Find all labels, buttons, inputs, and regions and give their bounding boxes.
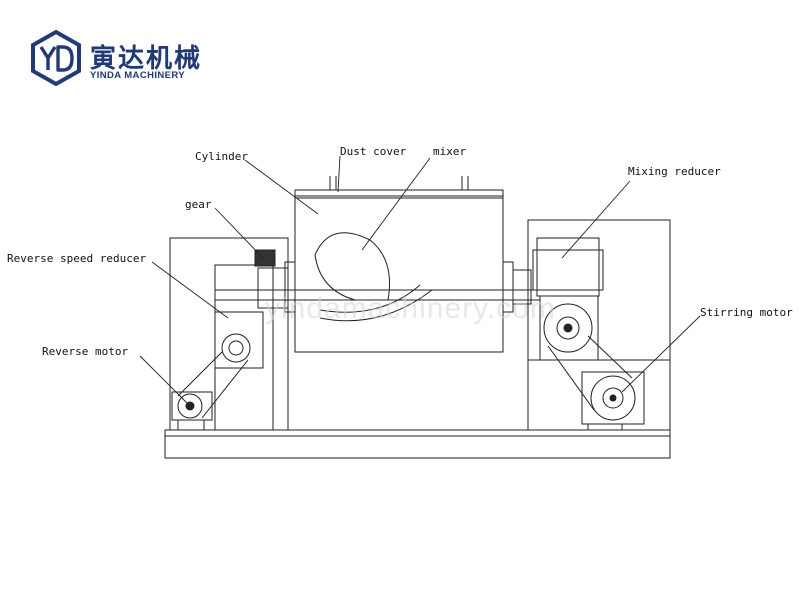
yd-logo-icon (31, 30, 81, 86)
reverse-speed-reducer (214, 311, 264, 369)
brand-name-en: YINDA MACHINERY (90, 70, 186, 81)
brand-logo: 寅达机械 YINDA MACHINERY (30, 30, 230, 90)
label-reverse-speed-reducer: Reverse speed reducer (7, 252, 146, 265)
reverse-reducer-gear (221, 333, 251, 363)
left-support (169, 237, 289, 431)
cylinder-body (294, 195, 504, 353)
base-frame (164, 429, 671, 459)
mixer-blade (314, 232, 433, 322)
label-mixer: mixer (433, 145, 466, 158)
part-labels: Cylinder Dust cover mixer Mixing reducer… (7, 145, 793, 358)
label-gear: gear (185, 198, 212, 211)
watermark: yindamachinery.com (265, 292, 556, 325)
stirring-pulley (543, 303, 593, 353)
label-stirring-motor: Stirring motor (700, 306, 793, 319)
brand-name-cn: 寅达机械 (90, 44, 203, 74)
mixing-reducer (536, 237, 600, 297)
label-reverse-motor: Reverse motor (42, 345, 128, 358)
label-dust-cover: Dust cover (340, 145, 407, 158)
machine-drawing (164, 176, 671, 459)
leader-lines (139, 155, 701, 407)
label-cylinder: Cylinder (195, 150, 248, 163)
label-mixing-reducer: Mixing reducer (628, 165, 721, 178)
